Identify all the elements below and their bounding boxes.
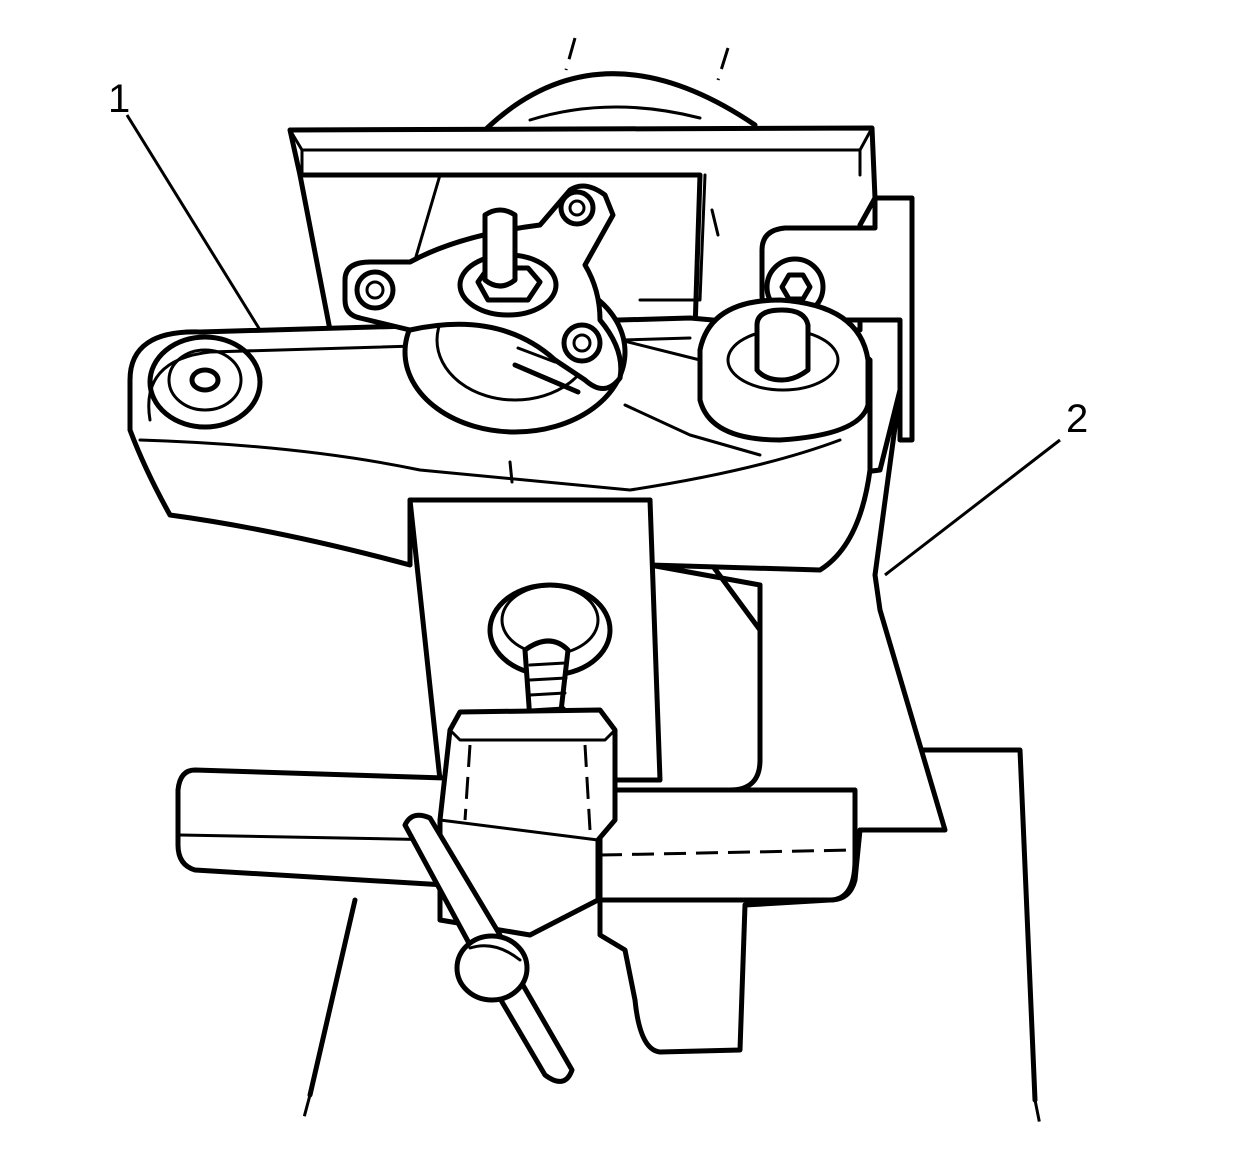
top-frame [287,125,878,333]
rotor-disc [482,37,758,133]
t-handle-icon [402,812,575,1084]
roller-collar [697,297,871,443]
pivot-boss [147,334,263,430]
callout-leaders [125,114,1061,577]
center-hub [342,183,628,435]
callout-1: 1 [108,77,130,121]
clamp-block [437,707,618,938]
main-beam [127,315,873,573]
callout-2: 2 [1066,397,1088,441]
cross-bar [175,767,858,903]
